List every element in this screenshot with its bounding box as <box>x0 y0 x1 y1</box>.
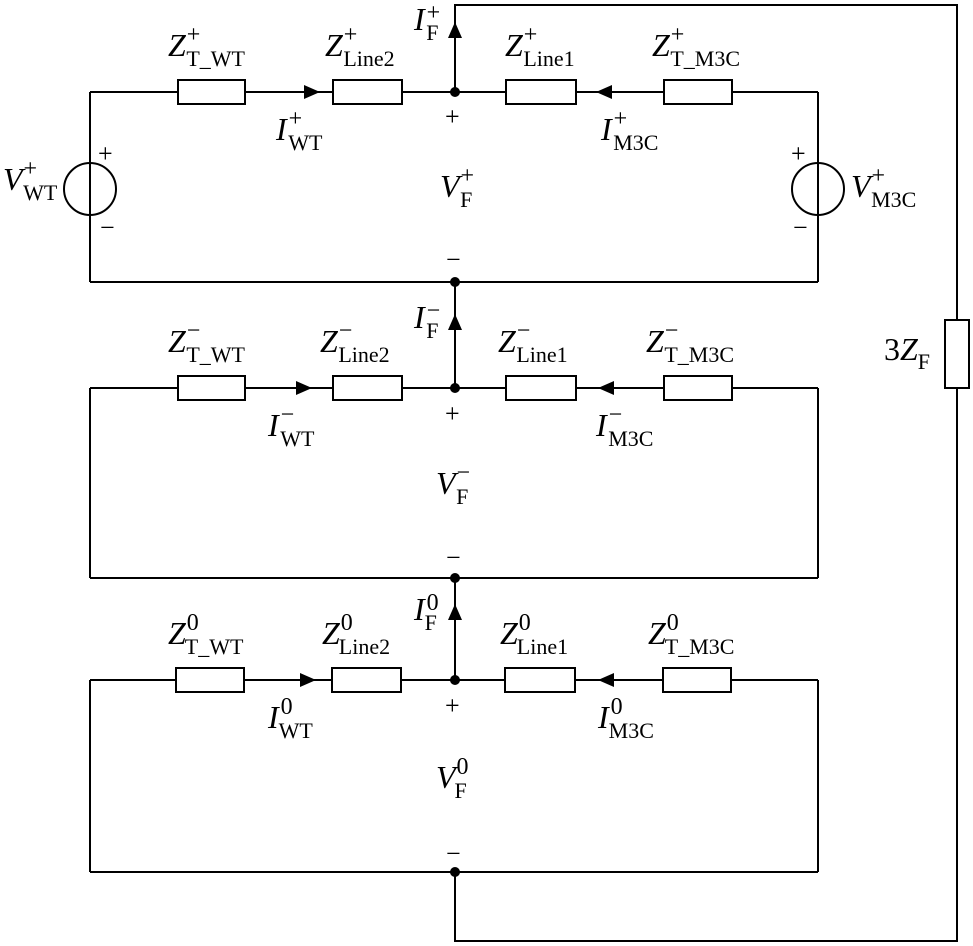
arrow-i-m3c-zero <box>598 673 614 687</box>
label-z-t-wt-pos: Z+T_WT <box>168 22 246 71</box>
label-z-line2-neg: Z−Line2 <box>320 318 390 367</box>
node-pos-bottom <box>450 277 460 287</box>
resistor-z-t-wt-zero <box>175 667 245 693</box>
resistor-z-t-m3c-pos <box>663 79 733 105</box>
label-v-m3c: V+M3C <box>851 163 916 212</box>
label-v-f-pos: V+F <box>440 163 474 212</box>
v-f-plus-zero: + <box>445 691 460 720</box>
v-f-plus-neg: + <box>445 399 460 428</box>
voltage-source-wt <box>63 162 117 216</box>
arrow-i-wt-zero <box>300 673 316 687</box>
label-i-wt-pos: I+WT <box>275 106 323 155</box>
label-i-f-neg: I−F <box>413 298 440 343</box>
v-f-minus-zero: − <box>446 839 461 868</box>
arrow-i-f-neg <box>448 314 462 330</box>
arrow-i-f-zero <box>448 604 462 620</box>
label-i-f-pos: I+F <box>413 0 440 45</box>
label-z-t-m3c-pos: Z+T_M3C <box>652 22 740 71</box>
resistor-z-line1-neg <box>505 375 577 401</box>
resistor-z-t-wt-neg <box>177 375 246 401</box>
node-neg-bottom <box>450 573 460 583</box>
arrow-i-f-pos <box>448 22 462 38</box>
arrow-i-m3c-pos <box>596 85 612 99</box>
label-z-t-wt-neg: Z−T_WT <box>168 318 246 367</box>
arrow-i-m3c-neg <box>598 381 614 395</box>
label-z-line1-neg: Z−Line1 <box>498 318 568 367</box>
label-z-t-m3c-neg: Z−T_M3C <box>646 318 734 367</box>
fault-impedance-label: 3ZF <box>884 331 930 374</box>
resistor-z-line1-pos <box>505 79 577 105</box>
src-wt-minus: − <box>100 213 115 242</box>
node-neg-top <box>450 383 460 393</box>
resistor-z-t-wt-pos <box>177 79 246 105</box>
label-i-wt-neg: I−WT <box>267 402 315 451</box>
resistor-z-line2-neg <box>332 375 403 401</box>
label-z-line2-pos: Z+Line2 <box>325 22 395 71</box>
label-v-wt: V+WT <box>3 156 58 205</box>
label-i-m3c-neg: I−M3C <box>595 402 653 451</box>
label-v-f-neg: V−F <box>436 460 470 509</box>
voltage-source-m3c <box>791 162 845 216</box>
node-zero-top <box>450 675 460 685</box>
negative-sequence-network: + − Z−T_WT Z−Line2 Z−Line1 Z−T_M3C I−F I… <box>89 298 819 620</box>
resistor-z-line2-pos <box>332 79 403 105</box>
resistor-z-t-m3c-neg <box>663 375 733 401</box>
label-i-m3c-pos: I+M3C <box>600 106 658 155</box>
resistor-z-line2-zero <box>331 667 402 693</box>
arrow-i-wt-neg <box>296 381 312 395</box>
label-z-line1-pos: Z+Line1 <box>505 22 575 71</box>
v-f-plus-pos: + <box>445 102 460 131</box>
src-m3c-plus: + <box>791 139 806 168</box>
fault-return-path: 3ZF <box>454 4 970 942</box>
positive-sequence-network: + − + − + − Z+T_WT Z+Line2 Z+Line1 Z+T_M… <box>3 0 916 330</box>
node-pos-top <box>450 87 460 97</box>
resistor-z-line1-zero <box>504 667 576 693</box>
src-wt-plus: + <box>98 139 113 168</box>
v-f-minus-neg: − <box>446 543 461 572</box>
node-zero-bottom <box>450 867 460 877</box>
fault-impedance-resistor <box>944 319 970 389</box>
arrow-i-wt-pos <box>304 85 320 99</box>
src-m3c-minus: − <box>793 213 808 242</box>
v-f-minus-pos: − <box>446 245 461 274</box>
resistor-z-t-m3c-zero <box>662 667 732 693</box>
